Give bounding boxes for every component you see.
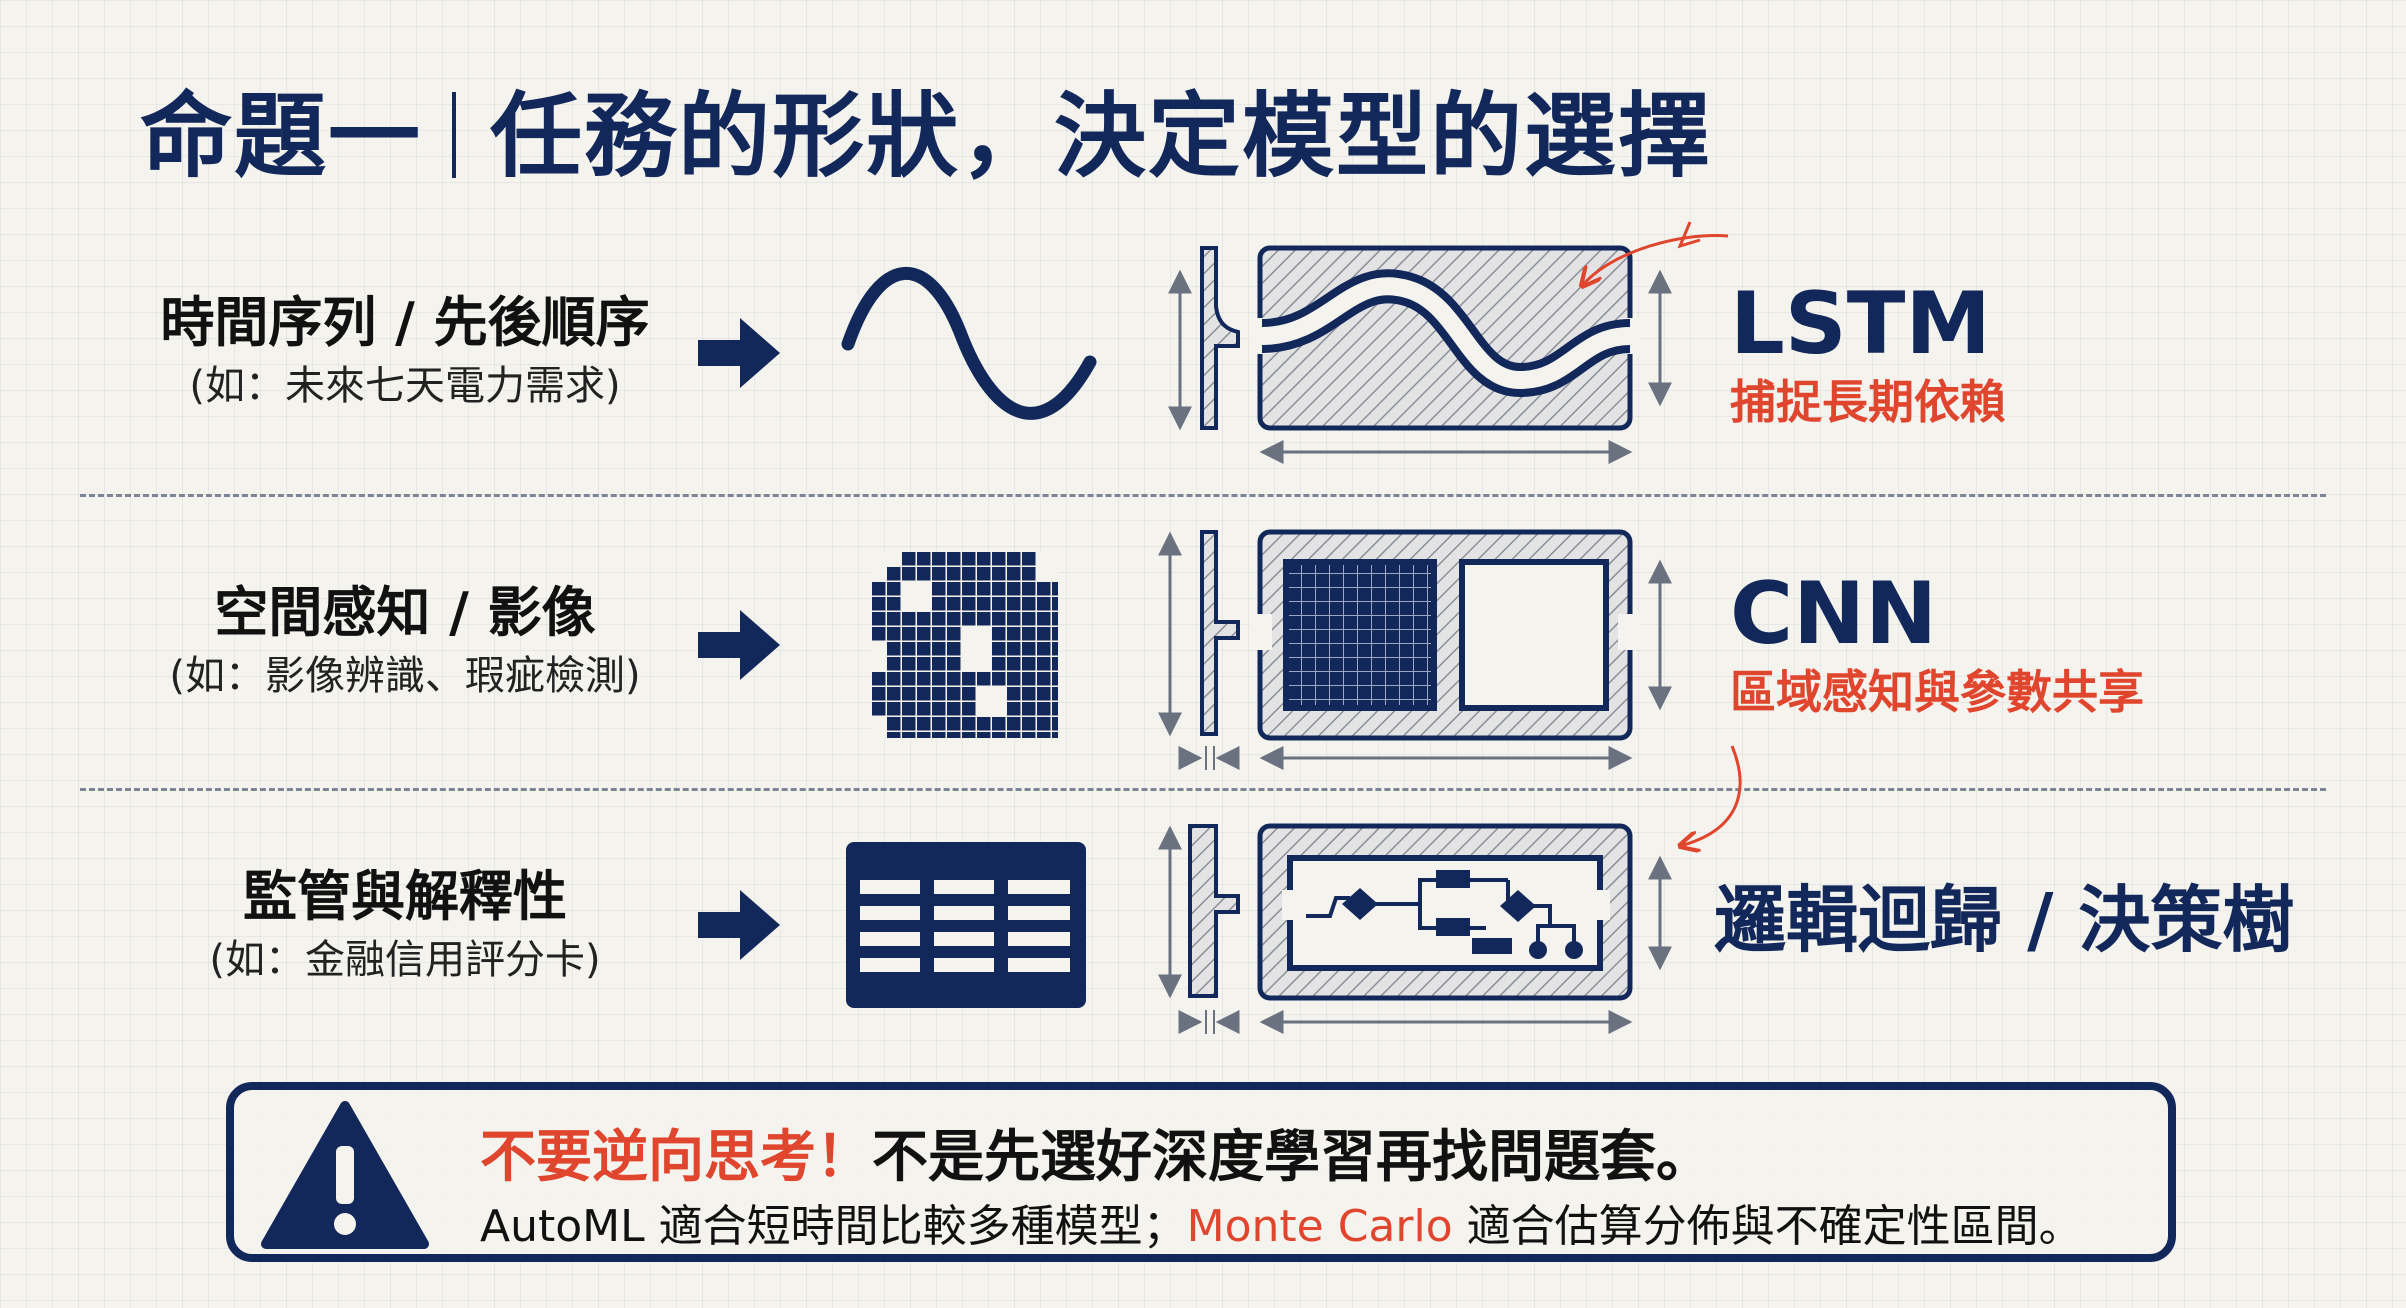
title-separator [452, 92, 457, 178]
warning-detail-rest: 適合估算分佈與不確定性區間。 [1452, 1201, 2083, 1252]
cnn-diagram [1158, 529, 1672, 770]
warning-icon [261, 1101, 429, 1249]
warning-detail: AutoML 適合短時間比較多種模型；Monte Carlo 適合估算分佈與不確… [480, 1190, 2083, 1254]
model-cnn: CNN 區域感知與參數共享 [1730, 566, 2144, 722]
row-title: 空間感知 / 影像 [214, 581, 596, 644]
page-title: 命題一任務的形狀，決定模型的選擇 [140, 62, 1712, 195]
row-label-sequence: 時間序列 / 先後順序 (如：未來七天電力需求) [100, 288, 710, 414]
sine-wave-icon [841, 267, 1097, 420]
warning-headline: 不要逆向思考！不是先選好深度學習再找問題套。 [480, 1112, 1712, 1193]
model-tree: 邏輯迴歸 / 決策樹 [1714, 872, 2294, 968]
title-right: 任務的形狀，決定模型的選擇 [490, 83, 1713, 190]
model-name: 邏輯迴歸 / 決策樹 [1714, 878, 2295, 962]
model-desc: 捕捉長期依賴 [1730, 375, 2006, 429]
pixel-grid-icon [872, 552, 1058, 738]
row-label-explainable: 監管與解釋性 (如：金融信用評分卡) [100, 862, 710, 988]
warning-detail-montecarlo: Monte Carlo [1186, 1201, 1453, 1252]
model-name: LSTM [1730, 274, 1991, 374]
row-title: 監管與解釋性 [243, 865, 567, 928]
model-desc: 區域感知與參數共享 [1730, 665, 2144, 719]
warning-box: 不要逆向思考！不是先選好深度學習再找問題套。 AutoML 適合短時間比較多種模… [226, 1082, 2176, 1262]
table-icon [846, 842, 1086, 1008]
row-example: (如：金融信用評分卡) [209, 937, 601, 983]
row-title: 時間序列 / 先後順序 [160, 291, 650, 354]
annotation-arrow [1680, 745, 1742, 846]
title-left: 命題一 [140, 83, 423, 190]
arrow-right-icon [698, 610, 780, 680]
model-name: CNN [1730, 564, 1938, 664]
arrow-right-icon [698, 890, 780, 960]
row-example: (如：未來七天電力需求) [189, 363, 621, 409]
arrow-right-icon [698, 318, 780, 388]
model-lstm: LSTM 捕捉長期依賴 [1730, 276, 2006, 432]
lstm-diagram [1168, 221, 1729, 464]
row-divider [80, 494, 2326, 497]
row-label-spatial: 空間感知 / 影像 (如：影像辨識、瑕疵檢測) [100, 578, 710, 704]
row-example: (如：影像辨識、瑕疵檢測) [169, 653, 641, 699]
warning-detail-automl: AutoML 適合短時間比較多種模型； [480, 1201, 1187, 1252]
row-divider [80, 788, 2326, 791]
warning-headline-red: 不要逆向思考！ [480, 1125, 872, 1190]
warning-headline-rest: 不是先選好深度學習再找問題套。 [872, 1125, 1712, 1190]
tree-diagram [1158, 823, 1672, 1034]
